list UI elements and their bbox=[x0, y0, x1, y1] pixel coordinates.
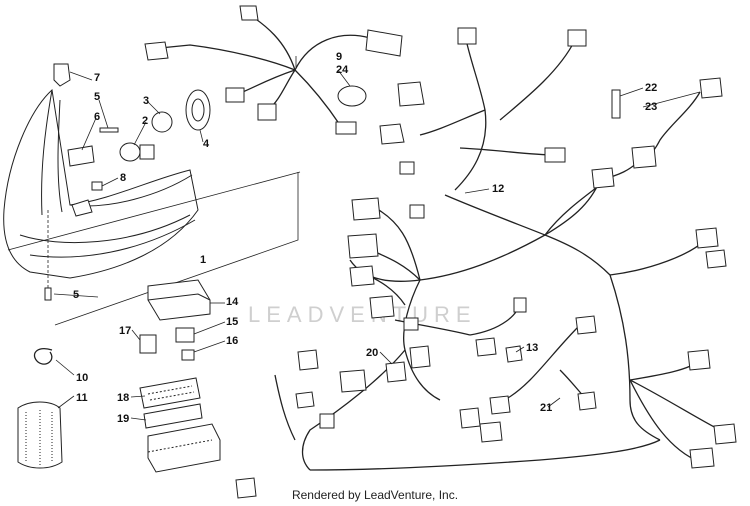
callout-5-top: 5 bbox=[94, 91, 100, 103]
callout-1: 1 bbox=[200, 254, 206, 266]
screw-top bbox=[99, 127, 119, 133]
fuse-16 bbox=[181, 349, 195, 361]
clip-22 bbox=[611, 89, 621, 119]
relay-17 bbox=[139, 334, 157, 354]
callouts: 1 2 3 4 5 5 6 7 8 9 10 11 12 13 14 15 16… bbox=[73, 51, 657, 425]
watermark-text: LEADVENTURE bbox=[248, 302, 477, 327]
callout-19: 19 bbox=[117, 413, 129, 425]
callout-13: 13 bbox=[526, 342, 538, 354]
retainer-ring bbox=[151, 111, 173, 133]
callout-16: 16 bbox=[226, 335, 238, 347]
leader-lines bbox=[53, 56, 701, 421]
callout-5-bottom: 5 bbox=[73, 289, 79, 301]
callout-3: 3 bbox=[143, 95, 149, 107]
relay-24 bbox=[337, 85, 367, 107]
connector-13 bbox=[505, 345, 523, 363]
footer-credit: Rendered by LeadVenture, Inc. bbox=[291, 488, 459, 502]
connector-20b bbox=[409, 345, 431, 369]
clip bbox=[91, 181, 103, 191]
callout-11: 11 bbox=[76, 392, 88, 404]
screw-bottom bbox=[44, 287, 52, 301]
headlight-bulb bbox=[119, 142, 155, 162]
harness-21 bbox=[489, 315, 597, 415]
fuse-label-18 bbox=[139, 377, 201, 409]
fuse-box-cover bbox=[147, 279, 211, 321]
callout-22: 22 bbox=[645, 82, 657, 94]
clamp-ring-10 bbox=[33, 348, 53, 365]
main-harness-connectors bbox=[235, 27, 737, 499]
fuse-block bbox=[147, 423, 221, 473]
connector-20 bbox=[385, 361, 407, 383]
callout-8: 8 bbox=[120, 172, 126, 184]
callout-2: 2 bbox=[142, 115, 148, 127]
sleeve-11 bbox=[17, 401, 63, 469]
callout-18: 18 bbox=[117, 392, 129, 404]
callout-23: 23 bbox=[645, 101, 657, 113]
harness-23 bbox=[631, 77, 723, 169]
callout-15: 15 bbox=[226, 316, 238, 328]
callout-20: 20 bbox=[366, 347, 378, 359]
callout-21: 21 bbox=[540, 402, 552, 414]
bulb-socket bbox=[67, 145, 95, 167]
callout-12: 12 bbox=[492, 183, 504, 195]
relay-15 bbox=[175, 327, 195, 343]
callout-6: 6 bbox=[94, 111, 100, 123]
headlight-harness bbox=[144, 5, 403, 135]
callout-14: 14 bbox=[226, 296, 239, 308]
callout-7: 7 bbox=[94, 72, 100, 84]
callout-9: 9 bbox=[336, 51, 342, 63]
mounting-bracket bbox=[53, 63, 71, 87]
gasket-19 bbox=[143, 403, 203, 429]
callout-10: 10 bbox=[76, 372, 88, 384]
dust-cover bbox=[185, 89, 211, 131]
callout-17: 17 bbox=[119, 325, 131, 337]
callout-4: 4 bbox=[203, 138, 210, 150]
callout-24: 24 bbox=[336, 64, 349, 76]
